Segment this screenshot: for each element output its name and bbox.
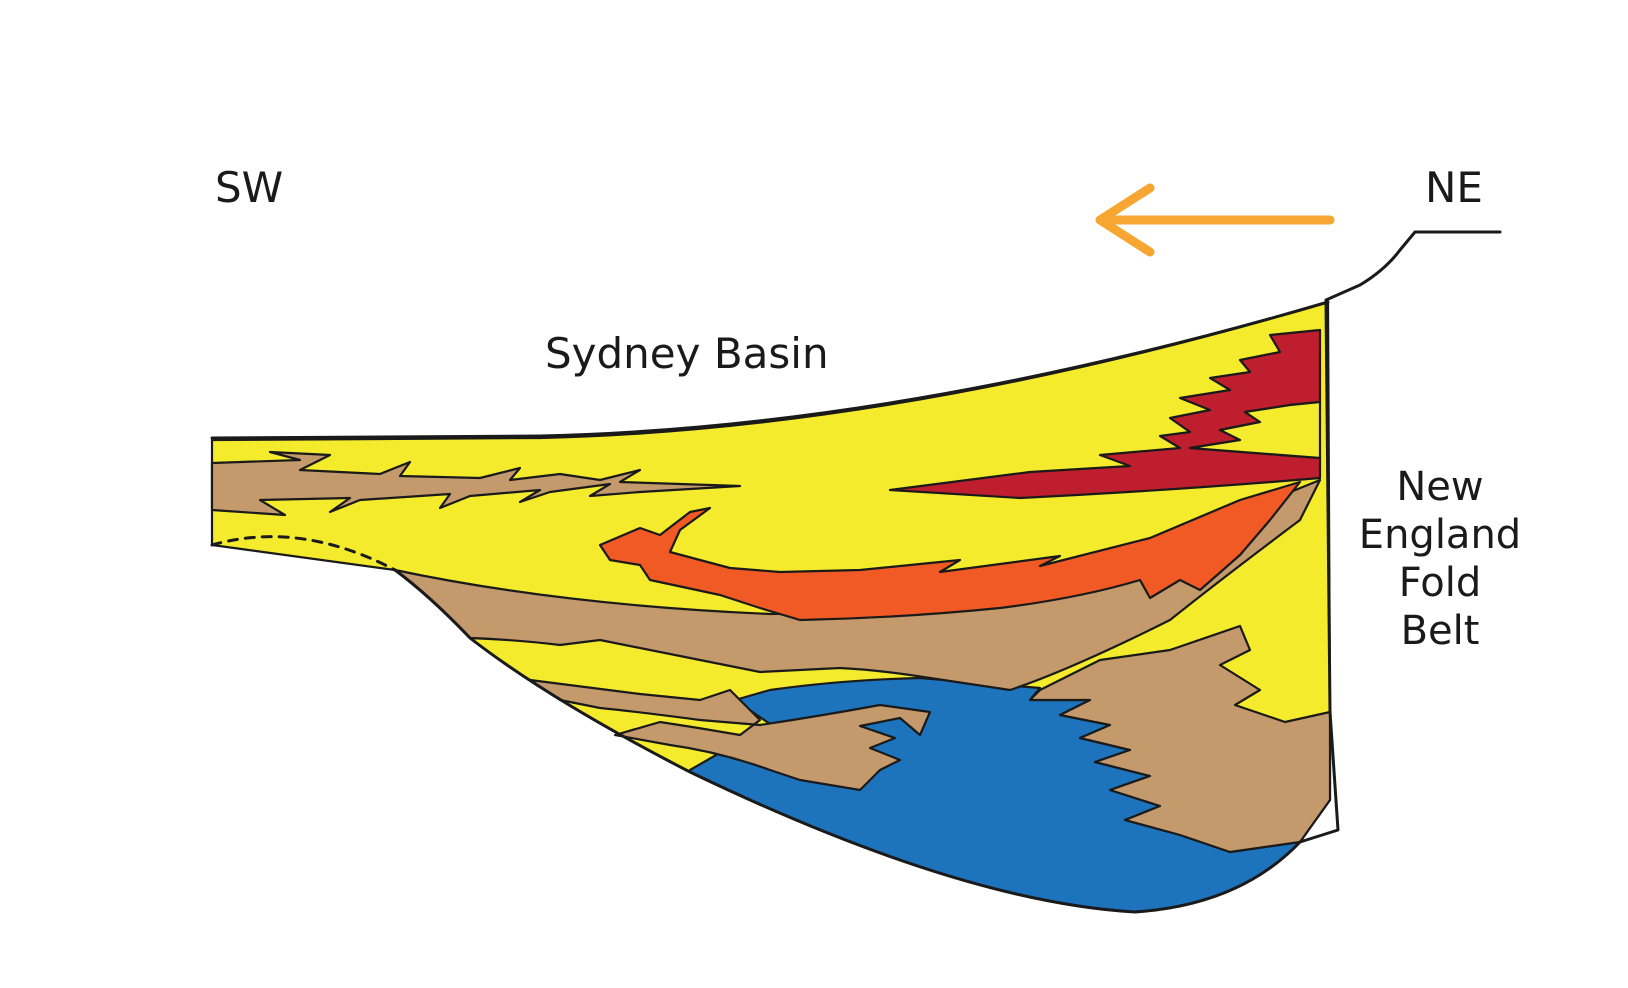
label-sydney-basin: Sydney Basin bbox=[545, 329, 829, 378]
arrow-left-icon bbox=[1095, 183, 1335, 257]
belt-line-2: England bbox=[1359, 512, 1521, 558]
label-ne: NE bbox=[1425, 163, 1483, 212]
belt-line-4: Belt bbox=[1401, 608, 1480, 654]
unit-tan-lower-right bbox=[1028, 624, 1332, 854]
unit-orange-volcanic bbox=[598, 480, 1302, 622]
belt-line-3: Fold bbox=[1399, 560, 1482, 606]
basin-base-surface bbox=[393, 568, 1302, 914]
label-new-england-fold-belt: New England Fold Belt bbox=[1359, 464, 1521, 654]
sw-dashed-extent bbox=[210, 535, 397, 572]
ne-topography bbox=[1324, 230, 1502, 302]
fold-belt-boundary bbox=[1298, 300, 1340, 844]
unit-tan-lower-lens bbox=[528, 678, 932, 792]
belt-line-1: New bbox=[1396, 464, 1483, 510]
unit-tan-upper-left bbox=[210, 450, 742, 517]
unit-tan-main-band bbox=[393, 478, 1322, 692]
unit-yellow-inner-red bbox=[1188, 400, 1322, 460]
basin-top-surface bbox=[210, 300, 1330, 440]
label-sw: SW bbox=[215, 163, 283, 212]
